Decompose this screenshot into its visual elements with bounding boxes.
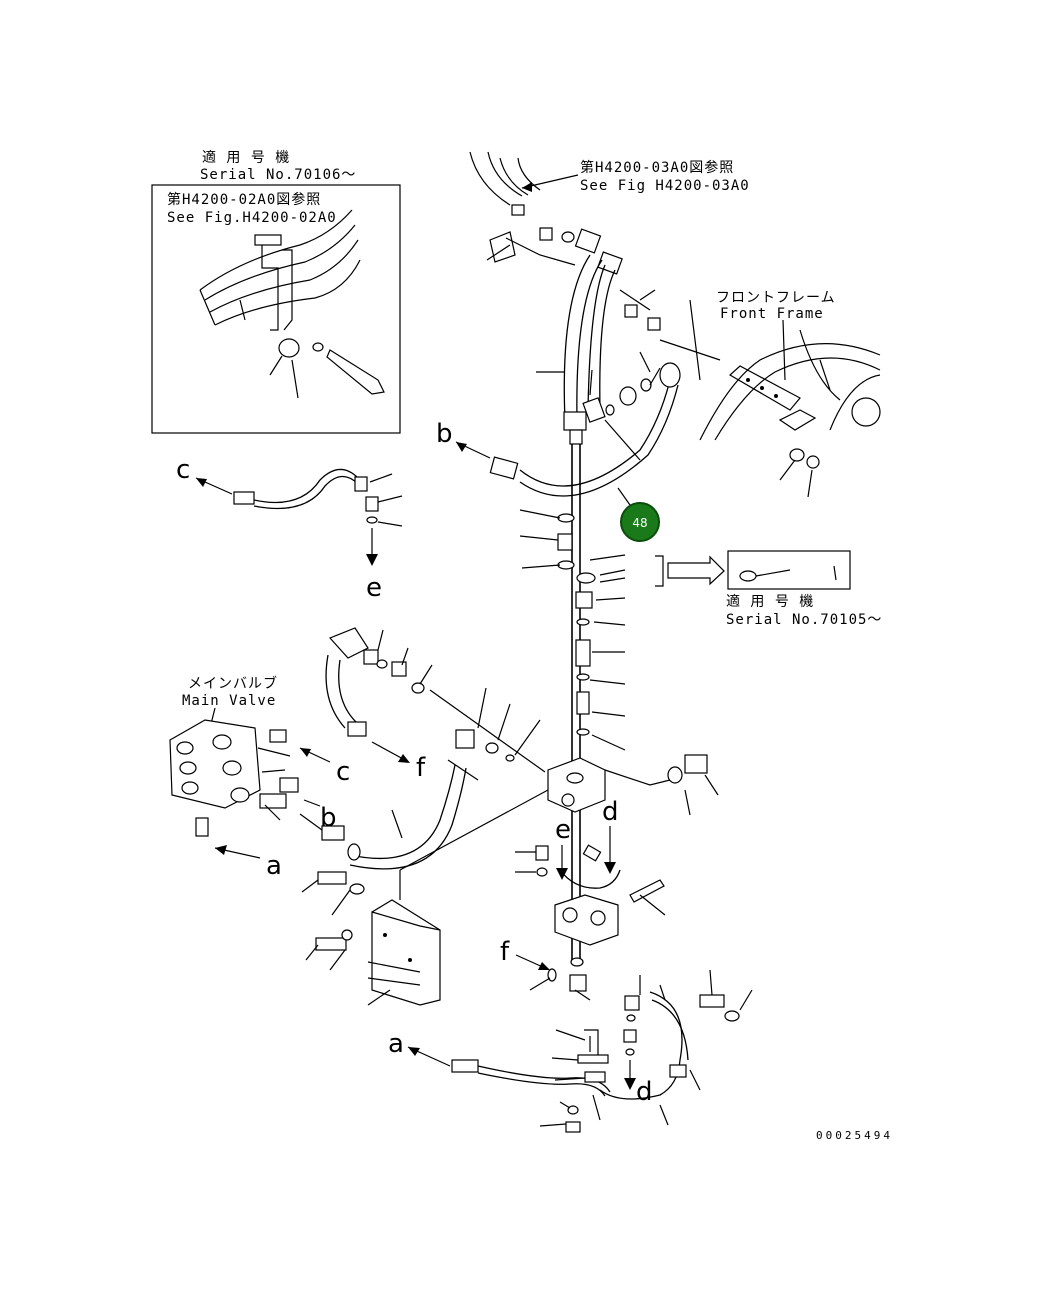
hose-a-bottom: a bbox=[388, 1029, 611, 1133]
inset-bolt bbox=[326, 349, 385, 395]
inset-serial-en: Serial No.70106～ bbox=[200, 167, 356, 183]
ref-top-ja: 第H4200-03A0図参照 bbox=[580, 159, 734, 176]
inset-right-frame bbox=[727, 550, 851, 590]
bracket-body bbox=[371, 911, 441, 1006]
port-e-mid: e bbox=[555, 815, 571, 845]
hose-to-b bbox=[519, 379, 671, 487]
front-frame: フロントフレーム Front Frame bbox=[699, 290, 881, 498]
inset-plate bbox=[199, 209, 353, 291]
front-frame-ja: フロントフレーム bbox=[716, 290, 836, 306]
center-block bbox=[399, 754, 719, 900]
drawing-number: 00025494 bbox=[816, 1129, 893, 1142]
port-d-top: d bbox=[602, 797, 619, 827]
inset-top-left: 適 用 号 機 Serial No.70106～ 第H4200-02A0図参照 … bbox=[151, 149, 401, 434]
inset-ref-ja: 第H4200-02A0図参照 bbox=[167, 191, 321, 208]
main-valve: メインバルブ Main Valve a c b bbox=[169, 675, 350, 881]
pipe-parts bbox=[519, 509, 626, 751]
bracket-plate bbox=[301, 871, 441, 1006]
front-frame-en: Front Frame bbox=[720, 306, 824, 322]
port-f-top: f bbox=[416, 753, 426, 783]
inset-bushing bbox=[278, 338, 300, 358]
hose-c: c e bbox=[176, 455, 403, 603]
hose-c-body bbox=[253, 468, 359, 504]
port-a-bottom: a bbox=[388, 1029, 404, 1059]
lower-valve: e d f bbox=[500, 797, 666, 1001]
tee-fitting bbox=[563, 411, 587, 431]
port-c-top: c bbox=[176, 455, 190, 485]
port-f-mid: f bbox=[500, 937, 510, 967]
hose-f-body bbox=[325, 654, 346, 729]
frame-hole bbox=[851, 397, 881, 427]
hose-left-vertical bbox=[563, 254, 591, 421]
port-e-top: e bbox=[366, 573, 382, 603]
ref-top: 第H4200-03A0図参照 See Fig H4200-03A0 bbox=[469, 151, 750, 275]
upper-hoses bbox=[486, 231, 721, 960]
port-b-top: b bbox=[436, 419, 453, 449]
frame-plate bbox=[728, 365, 801, 411]
port-d-bottom: d bbox=[636, 1077, 653, 1107]
inset-washer bbox=[312, 342, 324, 352]
hose-b-lower bbox=[299, 764, 467, 870]
hose-b-body bbox=[349, 764, 456, 859]
callout-circle bbox=[620, 502, 660, 542]
inset-serial-ja: 適 用 号 機 bbox=[202, 149, 290, 166]
port-c-mid: c bbox=[336, 757, 350, 787]
inset-ref-en: See Fig.H4200-02A0 bbox=[167, 210, 337, 226]
inset-right: 適 用 号 機 Serial No.70105～ bbox=[655, 550, 882, 628]
inset-arrow bbox=[667, 555, 725, 586]
hose-d-body bbox=[599, 991, 683, 1100]
inset-frame bbox=[151, 184, 401, 434]
inset-right-serial-ja: 適 用 号 機 bbox=[726, 593, 814, 610]
callout-number: 48 bbox=[632, 516, 647, 530]
manifold-block bbox=[547, 757, 606, 813]
inset-right-serial-en: Serial No.70105～ bbox=[726, 612, 882, 628]
ref-top-en: See Fig H4200-03A0 bbox=[580, 178, 750, 194]
lower-right-parts: d bbox=[599, 969, 753, 1126]
port-a-mid: a bbox=[266, 851, 282, 881]
main-valve-en: Main Valve bbox=[182, 693, 276, 709]
main-valve-ja: メインバルブ bbox=[188, 675, 278, 692]
hose-a-body bbox=[477, 1065, 611, 1093]
hose-f: f bbox=[325, 627, 546, 783]
callout-48: 48 bbox=[617, 487, 660, 542]
